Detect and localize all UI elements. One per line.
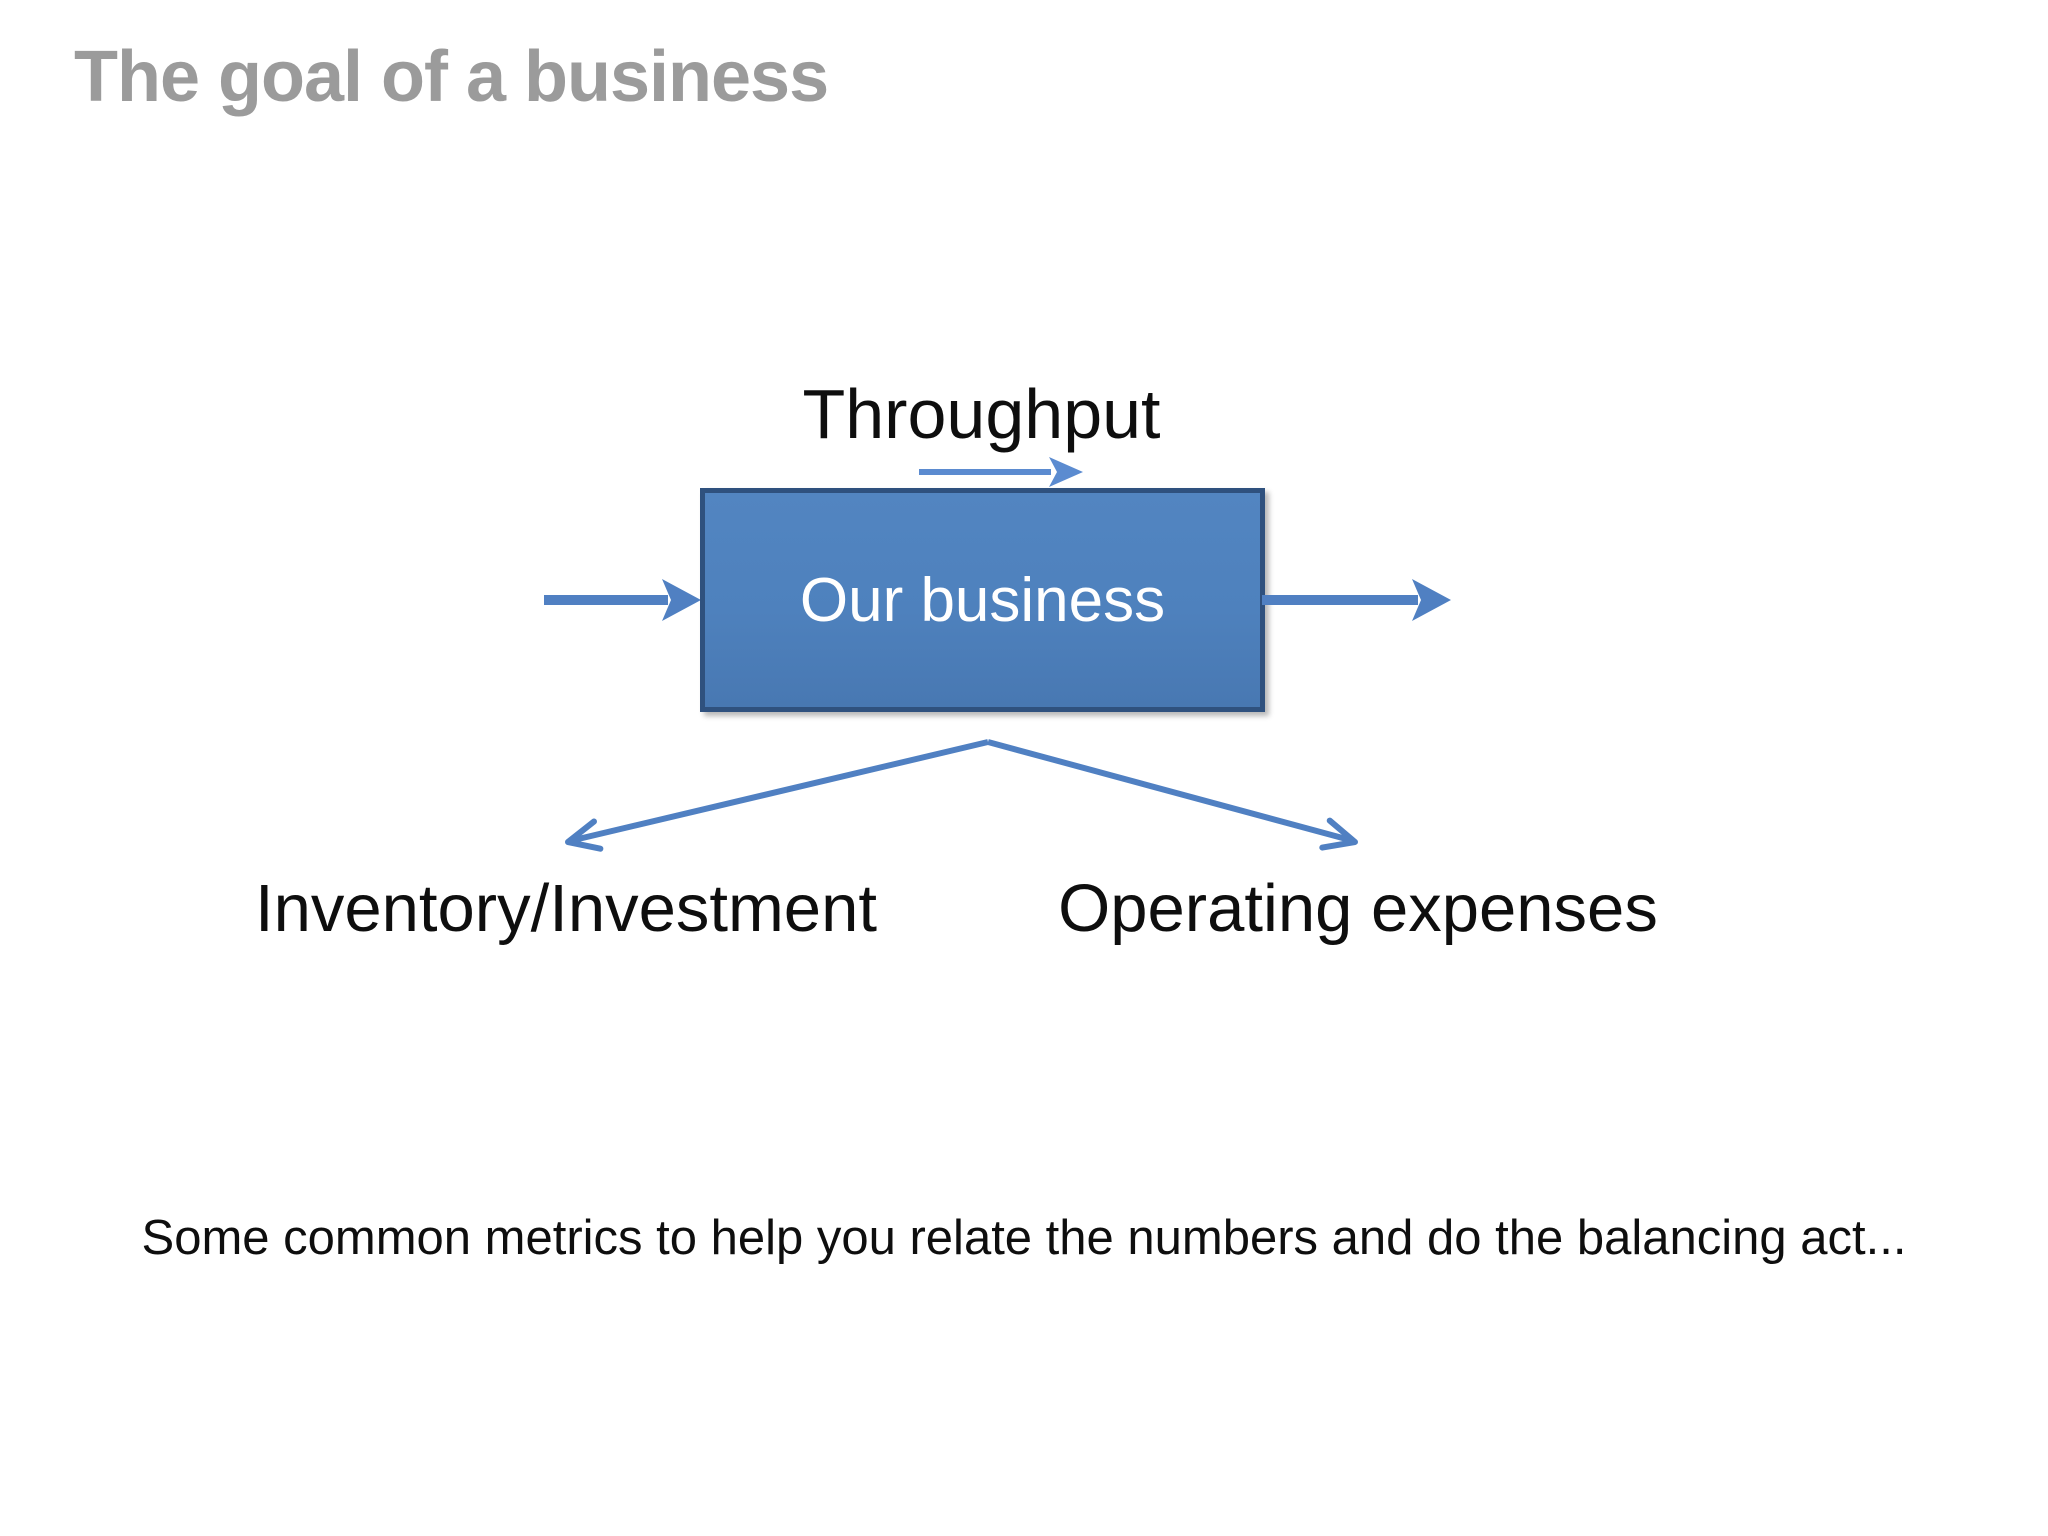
output-arrow-icon	[1262, 579, 1451, 621]
inventory-arrow-shaft	[573, 739, 989, 843]
inventory-arrow-head	[565, 818, 604, 852]
input-arrow-head	[662, 579, 701, 621]
opex-label: Operating expenses	[1058, 871, 1658, 946]
opex-arrow-shaft	[987, 739, 1351, 843]
business-box-label: Our business	[799, 565, 1166, 635]
output-arrow-head	[1412, 579, 1451, 621]
throughput-label: Throughput	[802, 375, 1161, 453]
bottom-arrows	[565, 739, 1358, 852]
slide-title: The goal of a business	[74, 37, 829, 117]
throughput-arrow-icon	[919, 457, 1083, 487]
business-box: Our business	[700, 488, 1265, 712]
throughput-arrow-head	[1049, 457, 1083, 487]
input-arrow-icon	[544, 579, 701, 621]
inventory-label: Inventory/Investment	[255, 871, 877, 946]
opex-arrow-head	[1319, 817, 1358, 851]
footer-text: Some common metrics to help you relate t…	[141, 1211, 1907, 1265]
